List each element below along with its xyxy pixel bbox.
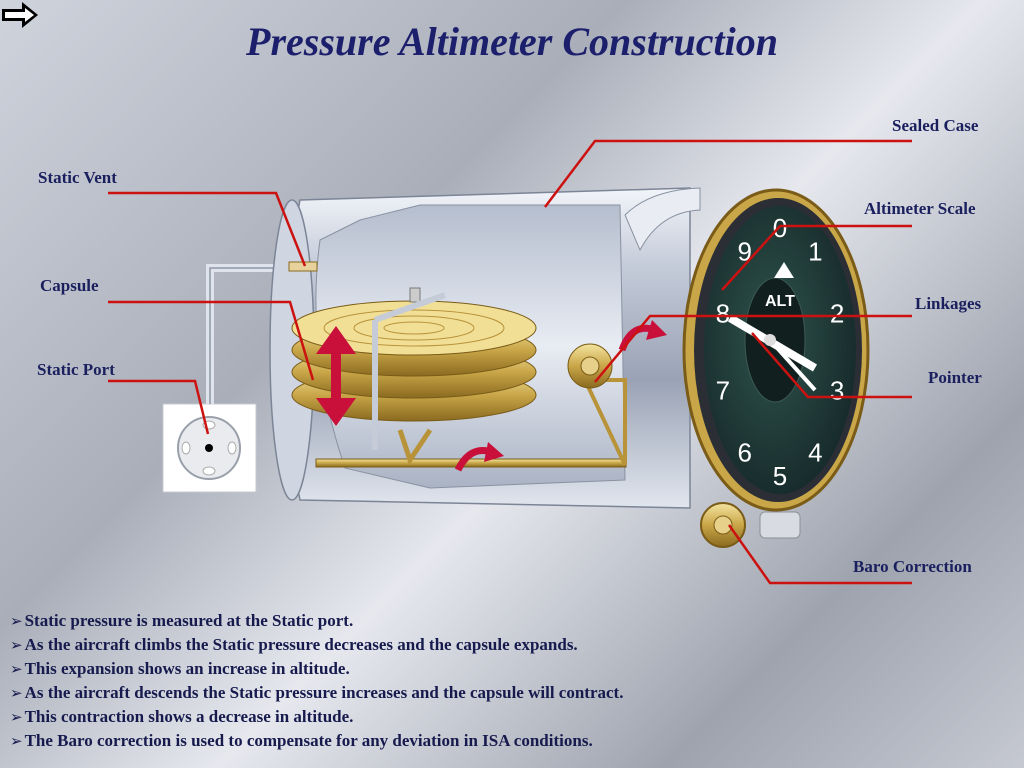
rotation-arrow-icon	[454, 442, 504, 472]
dial-numeral: 0	[773, 213, 787, 243]
altimeter-dial	[682, 188, 870, 512]
expansion-arrow-icon	[316, 326, 356, 426]
page-title: Pressure Altimeter Construction	[246, 19, 778, 64]
dial-numeral: 5	[773, 461, 787, 491]
baro-knob	[700, 502, 801, 548]
label-linkages: Linkages	[915, 294, 982, 313]
label-sealed-case: Sealed Case	[892, 116, 979, 135]
dial-numeral: 1	[808, 237, 822, 267]
list-item: This contraction shows a decrease in alt…	[10, 705, 1010, 729]
label-static-vent: Static Vent	[38, 168, 117, 187]
dial-numeral: 6	[737, 437, 751, 467]
dial-numerals: 01 2 3 456 7 8 9	[716, 213, 845, 491]
list-item: As the aircraft climbs the Static pressu…	[10, 633, 1010, 657]
list-item: This expansion shows an increase in alti…	[10, 657, 1010, 681]
leader-lines	[108, 139, 912, 585]
dial-numeral: 7	[716, 375, 730, 405]
dial-numeral: 4	[808, 437, 822, 467]
linkages	[315, 292, 627, 468]
label-altimeter-scale: Altimeter Scale	[864, 199, 976, 218]
list-item: Static pressure is measured at the Stati…	[10, 609, 1010, 633]
label-static-port: Static Port	[37, 360, 115, 379]
capsule	[291, 287, 537, 422]
dial-numeral: 2	[830, 299, 844, 329]
explanation-list: Static pressure is measured at the Stati…	[10, 609, 1010, 753]
dial-numeral: 8	[716, 299, 730, 329]
label-pointer: Pointer	[928, 368, 982, 387]
dial-numeral: 3	[830, 375, 844, 405]
static-port-box	[162, 403, 257, 493]
dial-center-text: ALT	[765, 293, 795, 310]
list-item: The Baro correction is used to compensat…	[10, 729, 1010, 753]
next-arrow-icon[interactable]	[0, 0, 40, 30]
list-item: As the aircraft descends the Static pres…	[10, 681, 1010, 705]
dial-numeral: 9	[737, 237, 751, 267]
label-capsule: Capsule	[40, 276, 99, 295]
label-baro-correction: Baro Correction	[853, 557, 972, 576]
